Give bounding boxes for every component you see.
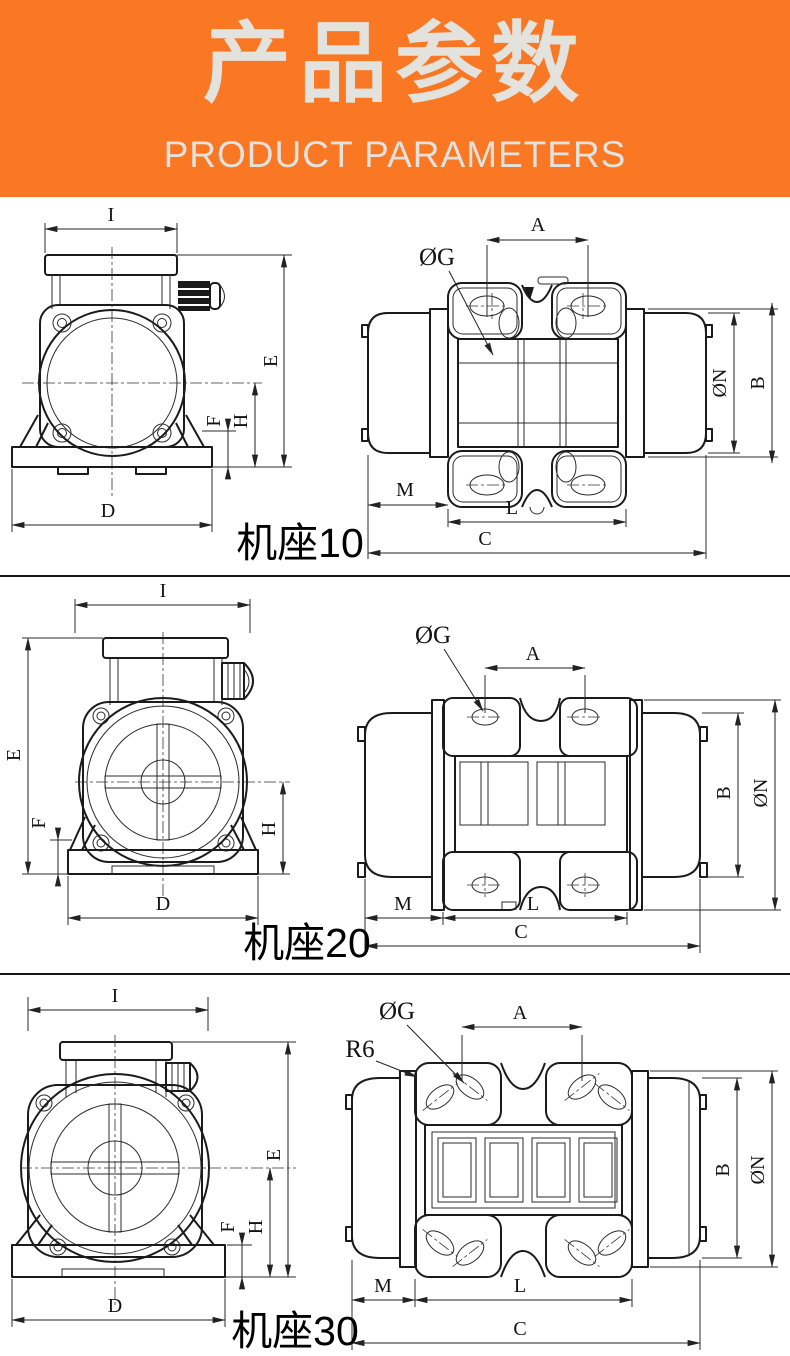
dim-label-L: L — [527, 893, 539, 915]
section-divider — [0, 973, 790, 975]
dim-label-ON: ØN — [709, 369, 731, 398]
frame30-top-view — [345, 1062, 707, 1278]
dim-label-E: E — [263, 1149, 285, 1161]
dim-label-OG: ØG — [379, 998, 415, 1025]
section-frame-20: I E F H D — [0, 577, 790, 973]
section-title-frame10: 机座10 — [236, 520, 364, 566]
section-frame-10: I E H F D — [0, 197, 790, 575]
page-subtitle: PRODUCT PARAMETERS — [163, 134, 627, 175]
dim-label-B: B — [747, 376, 769, 389]
dim-label-R6: R6 — [345, 1036, 374, 1063]
dim-label-L: L — [514, 1275, 526, 1297]
dim-label-E: E — [3, 749, 25, 761]
section-title-frame30: 机座30 — [231, 1308, 359, 1354]
frame10-top-view — [361, 276, 713, 515]
frame30-front-dimensions: I E H F D — [11, 985, 296, 1327]
dim-label-D: D — [101, 500, 115, 522]
dim-label-I: I — [112, 985, 119, 1007]
dim-label-L: L — [506, 497, 518, 519]
frame10-drawing: I E H F D — [11, 204, 778, 566]
dim-label-F: F — [217, 1221, 239, 1232]
frame10-top-dimensions: A ØG ØN B M L C — [367, 214, 778, 559]
dim-label-A: A — [513, 1002, 528, 1024]
dim-label-C: C — [513, 1318, 526, 1340]
frame30-top-dimensions: ØG R6 A B ØN M L C — [345, 998, 778, 1350]
dim-label-D: D — [156, 893, 170, 915]
dim-label-H: H — [230, 414, 252, 428]
page-title: 产品参数 — [202, 14, 587, 113]
dim-label-ON: ØN — [747, 1156, 769, 1185]
dim-label-F: F — [28, 817, 50, 828]
dim-label-OG: ØG — [415, 622, 451, 649]
frame20-top-view — [357, 697, 708, 911]
dim-label-E: E — [260, 355, 282, 367]
dim-label-M: M — [374, 1275, 392, 1297]
dim-label-I: I — [160, 580, 167, 602]
frame20-drawing: I E F H D — [3, 580, 781, 966]
dim-label-ON: ØN — [750, 779, 772, 808]
section-title-frame20: 机座20 — [243, 920, 371, 966]
section-frame-30: I E H F D — [0, 975, 790, 1356]
frame10-front-view — [11, 247, 262, 497]
dim-label-H: H — [258, 822, 280, 836]
dim-label-A: A — [526, 643, 541, 665]
dim-label-H: H — [245, 1220, 267, 1234]
section-divider — [0, 575, 790, 577]
dim-label-F: F — [203, 415, 225, 426]
dim-label-M: M — [396, 479, 414, 501]
header-banner: 产品参数 PRODUCT PARAMETERS — [0, 0, 790, 197]
dim-label-C: C — [478, 528, 491, 550]
dim-label-I: I — [108, 204, 115, 226]
frame30-front-view — [11, 1035, 296, 1305]
frame20-top-dimensions: ØG A B ØN M L C — [364, 622, 781, 953]
dim-label-B: B — [712, 1163, 734, 1176]
dim-label-A: A — [531, 214, 546, 236]
dim-label-C: C — [514, 921, 527, 943]
dim-label-D: D — [108, 1295, 122, 1317]
dim-label-M: M — [394, 893, 412, 915]
frame20-front-view — [67, 632, 290, 897]
frame10-front-dimensions: I E H F D — [11, 204, 292, 532]
dim-label-OG: ØG — [419, 244, 455, 271]
frame20-front-dimensions: I E F H D — [3, 580, 290, 925]
dim-label-B: B — [713, 786, 735, 799]
frame30-drawing: I E H F D — [11, 985, 778, 1354]
